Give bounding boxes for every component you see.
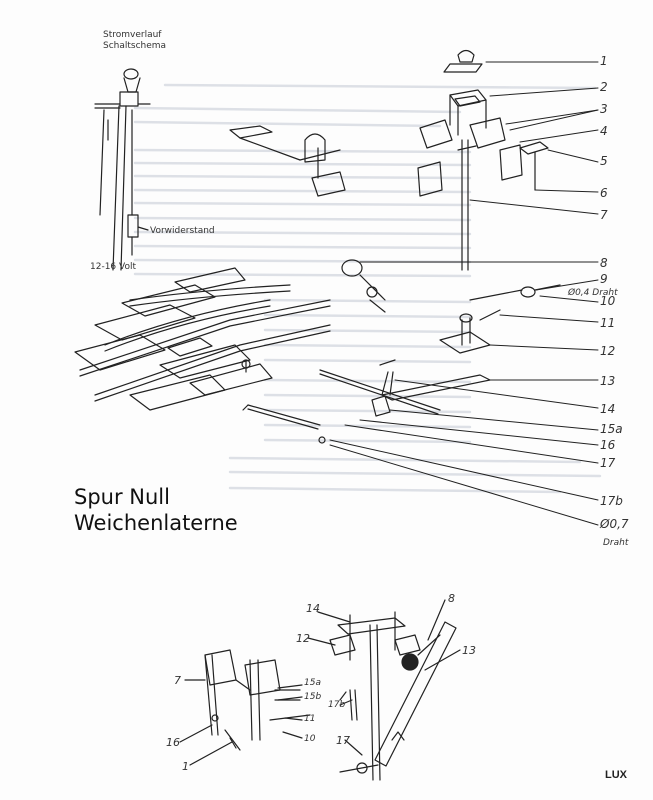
part-number-8: 8 [600,256,608,270]
part-number-6: 6 [600,186,608,200]
wire-note-04: Ø0,4 Draht [568,288,618,298]
part-number-11: 11 [600,316,616,330]
title-line-1: Spur Null [74,485,170,509]
part-number-3: 3 [600,102,608,116]
brand-mark: LUX [605,769,627,781]
actuator-rod [242,404,326,444]
part-number-15a: 15a [600,422,623,436]
voltage-label: 12-16 Volt [90,262,137,272]
schematic-heading-2: Schaltschema [103,41,167,51]
part-number-12: 12 [600,344,616,358]
part-number-17: 17 [600,456,616,470]
part-number-2: 2 [600,80,608,94]
resistor-label: Vorwiderstand [150,226,215,236]
lower-label-10: 10 [304,734,316,744]
part-number-1: 1 [600,54,608,68]
wire-note-07-sub: Draht [603,538,629,548]
title-line-2: Weichenlaterne [74,511,238,535]
part-number-14: 14 [600,402,616,416]
lower-label-12: 12 [296,632,310,645]
lower-label-17: 17 [336,734,350,747]
lower-label-14: 14 [306,602,320,615]
lower-label-17b: 17b [328,700,346,710]
lower-label-11: 11 [304,714,316,724]
part-number-7: 7 [600,208,608,222]
lower-label-13: 13 [462,644,476,657]
lower-label-15b: 15b [304,692,322,702]
lower-label-8: 8 [448,592,455,605]
part-number-17b: 17b [600,494,623,508]
part-number-13: 13 [600,374,616,388]
lower-label-1: 1 [182,760,189,773]
wire-note-07: Ø0,7 [600,517,629,531]
wiring-schematic [94,68,151,271]
lower-label-16: 16 [166,736,180,749]
part-number-16: 16 [600,438,616,452]
part-number-9: 9 [600,272,608,286]
part-number-4: 4 [600,124,608,138]
lantern-assembly [229,49,561,417]
part-number-10: 10 [600,294,616,308]
part-number-5: 5 [600,154,608,168]
schematic-heading-1: Stromverlauf [103,30,162,40]
faint-background-text [133,83,602,494]
lower-label-15a: 15a [304,678,321,688]
assembled-view [179,599,461,781]
track-rails [74,267,331,411]
leader-lines [329,61,599,526]
lower-label-7: 7 [174,674,181,687]
